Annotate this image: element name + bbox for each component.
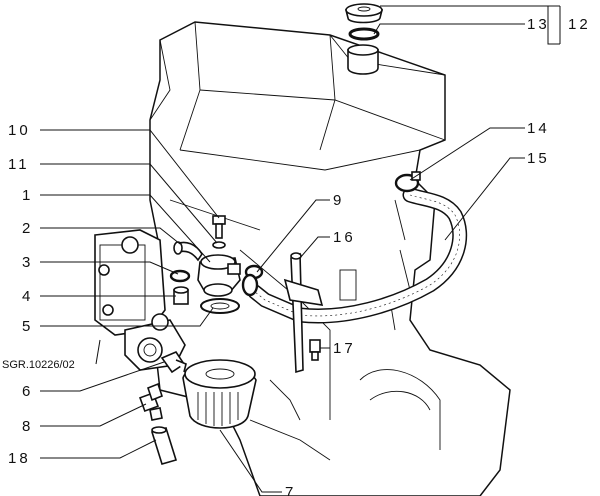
callout-3: 3 (22, 254, 33, 271)
callout-9: 9 (333, 192, 344, 209)
washer-11 (212, 241, 226, 249)
breather-hose (247, 187, 468, 324)
callout-labels: 10 11 1 2 3 4 5 6 8 18 7 9 16 17 14 15 1… (2, 16, 591, 496)
gasket-5 (200, 298, 240, 314)
seal-ring-3 (169, 269, 191, 283)
callout-6: 6 (22, 383, 33, 400)
callout-15: 15 (527, 150, 550, 167)
hose-clamp-upper (394, 171, 421, 193)
filler-cap-gasket (348, 27, 380, 41)
sensor-6 (160, 351, 187, 374)
pressure-switch-8 (139, 382, 163, 421)
callout-14: 14 (527, 120, 550, 137)
callout-16: 16 (333, 229, 356, 246)
callout-8: 8 (22, 418, 33, 435)
callout-7: 7 (285, 484, 296, 496)
callout-11: 11 (8, 156, 30, 173)
hose-clamp-lower (241, 264, 264, 297)
reference-code: SGR.10226/02 (2, 359, 75, 371)
callout-4: 4 (22, 288, 33, 305)
bolt-17 (309, 339, 321, 361)
callout-2: 2 (22, 220, 33, 237)
callout-1: 1 (22, 187, 33, 204)
callout-12: 12 (568, 16, 591, 33)
callout-18: 18 (8, 450, 31, 467)
filter-support (197, 254, 241, 297)
bolt-10 (212, 215, 226, 239)
oil-filter (182, 359, 257, 429)
bush-18 (150, 426, 178, 465)
leader-lines (40, 5, 561, 493)
callout-13: 13 (527, 16, 550, 33)
oil-filler-neck (347, 44, 379, 75)
callout-10: 10 (8, 122, 31, 139)
callout-17: 17 (333, 340, 356, 357)
dipstick-tube (283, 252, 324, 374)
oil-filler-cap (344, 3, 384, 24)
callout-5: 5 (22, 318, 33, 335)
fitting-4 (173, 286, 189, 305)
